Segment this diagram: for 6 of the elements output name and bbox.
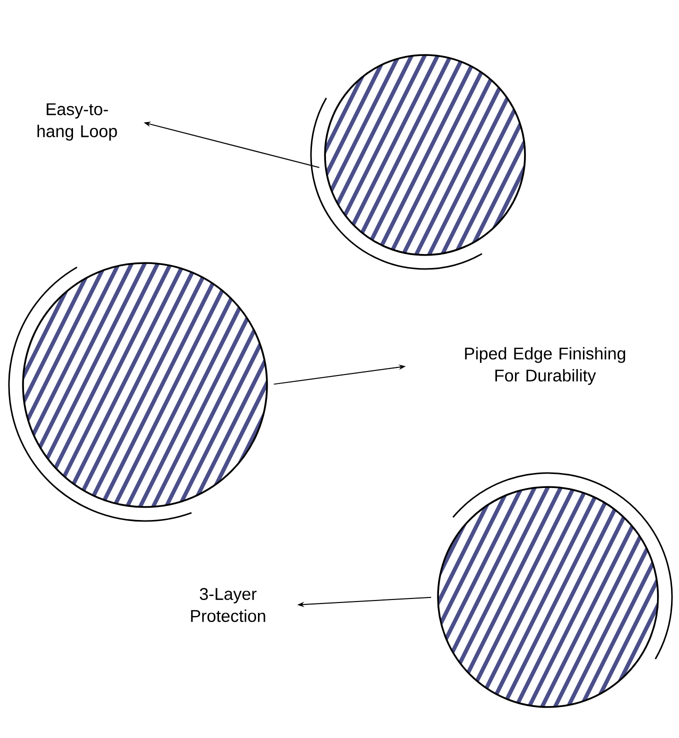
fabric-picture (22, 262, 268, 508)
fabric-picture (324, 54, 526, 256)
fabric-picture (437, 486, 659, 708)
feature-label: 3-Layer Protection (191, 588, 266, 622)
feature-label: Piped Edge Finishing For Durability (465, 347, 626, 385)
feature-label: Easy-to-hang Loop (38, 103, 117, 141)
